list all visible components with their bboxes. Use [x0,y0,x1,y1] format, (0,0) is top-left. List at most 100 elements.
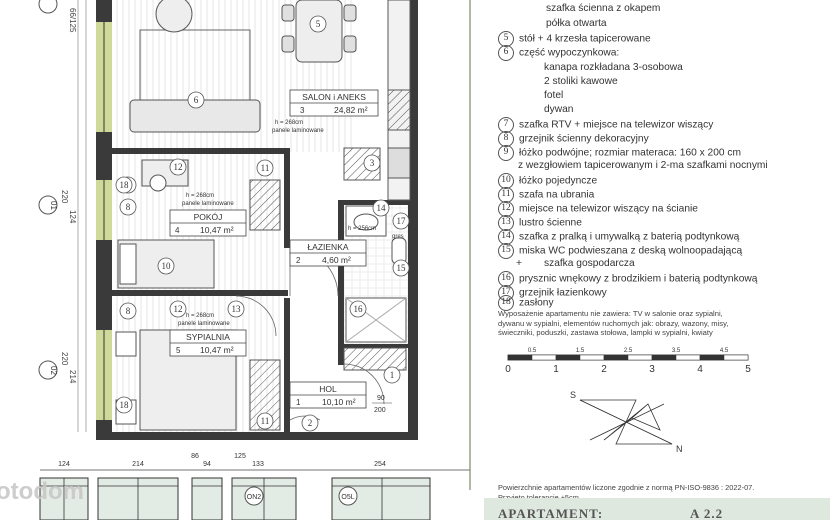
scale-segment [651,354,677,361]
svg-text:4: 4 [175,226,180,235]
item-marker-label: 12 [174,162,183,172]
dimension-label: 220 [60,190,69,204]
item-marker-label: 18 [120,180,130,190]
compass-label: S [570,390,576,400]
item-marker-label: 17 [397,216,407,226]
scale-minor-label: 1.5 [576,348,585,354]
legend-item-number: 18 [498,295,514,311]
legend-subline: z wezgłowiem tapicerowanym i 2-ma szafka… [518,160,768,171]
legend-item-text: zasłony [519,297,554,309]
scale-label: 4 [697,364,703,375]
item-markers: 12356810111213141516171812811188 [115,15,410,432]
item-marker [119,198,137,216]
legend-item-text: łóżko pojedyncze [519,175,598,187]
svg-text:10,47 m²: 10,47 m² [200,345,234,355]
item-marker [349,300,367,318]
legend-item-text: szafka RTV + miejsce na telewizor wisząc… [519,119,714,131]
legend-subline: kanapa rozkładana 3-osobowa [544,62,683,73]
item-marker [392,259,410,277]
scale-label: 2 [601,364,607,375]
svg-text:h = 256cm: h = 256cm [348,226,376,232]
item-marker [392,212,410,230]
window-elevations: 124 214 86 94 125 133 254 ON2 O5L [39,453,470,520]
room-name-pokoj: POKÓJ [194,212,223,222]
legend-item-text: szafka z pralką i umywalką z baterią pod… [519,231,740,243]
svg-text:125: 125 [234,453,246,460]
svg-text:panele laminowane: panele laminowane [178,321,230,327]
hall-cabinet [343,347,407,371]
scale-label: 0 [505,364,511,375]
compass [579,399,673,445]
svg-text:h = 268cm: h = 268cm [186,313,214,319]
legend-item: 15 miska WC podwieszana z deską wolnoopad… [498,243,742,259]
apartment-number: A 2.2 [690,506,724,521]
item-marker [363,154,381,172]
equipment-note: Wyposażenie apartamentu nie zawiera: TV … [498,309,729,338]
scale-minor-label: 3.5 [672,348,681,354]
legend-item-number: 6 [498,45,514,61]
svg-text:200: 200 [374,407,386,414]
dimension-label: 220 [60,352,69,366]
dimension-label: 124 [68,210,77,224]
svg-text:94: 94 [203,461,211,468]
wardrobe-1 [249,179,281,231]
item-marker [372,199,390,217]
legend-item-text: łóżko podwójne; rozmiar materaca: 160 x … [519,147,741,159]
legend-item-text: grzejnik ścienny dekoracyjny [519,133,649,145]
item-marker [115,176,133,194]
svg-text:133: 133 [252,461,264,468]
dimension-label: 66/125 [68,8,77,33]
svg-text:1: 1 [296,398,301,407]
window-code-marker [38,360,58,380]
item-marker [115,396,133,414]
svg-text:86: 86 [191,453,199,460]
item-marker-label: 3 [370,158,375,168]
scale-label: 3 [649,364,655,375]
window-code: ON2 [247,494,262,501]
room-number-salon: 3 [300,106,305,115]
item-marker [187,91,205,109]
item-marker [157,257,175,275]
svg-text:4,60 m²: 4,60 m² [322,255,351,265]
item-marker-label: 15 [397,263,407,273]
scale-minor-label: 2.5 [624,348,633,354]
item-marker-label: 11 [261,416,270,426]
item-marker [256,412,274,430]
apartment-label: APARTAMENT: [498,506,604,521]
room-name-sypialnia: SYPIALNIA [186,332,230,342]
scale-label: 1 [553,364,559,375]
room-name-salon: SALON i ANEKS [302,92,366,102]
item-marker [256,159,274,177]
item-marker-label: 2 [308,418,313,428]
compass-label: N [676,444,683,454]
item-marker-label: 11 [261,163,270,173]
legend-item-number: 15 [498,243,514,259]
item-marker-label: 8 [126,306,131,316]
svg-text:90: 90 [377,395,385,402]
window-code-marker [38,195,58,215]
svg-text:124: 124 [58,461,70,468]
legend-subline: fotel [544,90,564,101]
window-code: 02 [49,366,58,375]
room-name-lazienka: ŁAZIENKA [307,242,348,252]
legend-subline: + [516,258,522,269]
item-marker [383,366,401,384]
item-marker [169,158,187,176]
item-marker-label: 16 [354,304,364,314]
legend-item-number: 9 [498,145,514,161]
item-marker-label: 10 [162,261,172,271]
legend-item-text: stół + 4 krzesła tapicerowane [519,33,651,45]
area-footnote: Powierzchnie apartamentów liczone zgodni… [498,483,755,502]
watermark: otodom [0,478,84,505]
item-marker [227,300,245,318]
item-marker [119,302,137,320]
apartment-banner: APARTAMENT: A 2.2 [484,498,830,521]
legend-item-text: miska WC podwieszana z deską wolnoopadaj… [519,245,743,257]
legend-item-text: miejsce na telewizor wiszący na ścianie [519,203,698,215]
legend-item-text: prysznic wnękowy z brodzikiem i baterią … [519,273,758,285]
svg-text:254: 254 [374,461,386,468]
scale-segment [579,354,605,361]
legend-item: 9 łóżko podwójne; rozmiar materaca: 160 x… [498,145,741,161]
dimension-label: 214 [68,370,77,384]
